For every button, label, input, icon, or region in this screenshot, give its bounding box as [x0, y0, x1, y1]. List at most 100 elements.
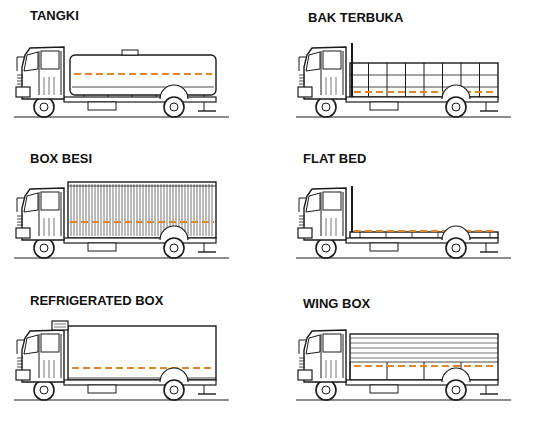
- corrugation: [125, 184, 126, 236]
- corrugation: [146, 184, 147, 236]
- wheel: [34, 97, 54, 117]
- corrugation: [209, 184, 210, 236]
- rear-guard: [480, 393, 498, 394]
- deck-post: [412, 232, 413, 238]
- rear-guard: [204, 102, 205, 111]
- wheel: [316, 380, 336, 400]
- grille: [299, 219, 305, 220]
- wheel: [34, 380, 54, 400]
- chassis: [64, 380, 216, 385]
- hub: [452, 244, 460, 252]
- grille: [299, 216, 305, 217]
- wheel: [164, 97, 184, 117]
- ground: [296, 400, 511, 401]
- grille: [299, 358, 305, 359]
- hub: [452, 386, 460, 394]
- box-sill: [68, 378, 216, 379]
- chassis: [64, 97, 216, 102]
- step: [331, 77, 332, 95]
- headboard: [351, 43, 353, 97]
- grille: [17, 364, 23, 365]
- windshield: [24, 335, 38, 354]
- step: [54, 360, 55, 378]
- grille: [17, 367, 23, 368]
- truck-title: BAK TERBUKA: [308, 11, 403, 24]
- windshield: [306, 193, 320, 212]
- mirror: [299, 340, 306, 354]
- hub: [322, 244, 330, 252]
- box-rail: [68, 186, 216, 187]
- windshield: [306, 335, 320, 354]
- windshield: [306, 52, 320, 71]
- fuel-tank: [88, 102, 116, 110]
- wing-panel: [350, 343, 498, 344]
- rear-guard: [198, 393, 216, 394]
- grille: [17, 361, 23, 362]
- grille: [17, 219, 23, 220]
- step: [336, 77, 337, 95]
- headboard: [351, 186, 353, 234]
- grille: [299, 364, 305, 365]
- corrugation: [107, 184, 108, 236]
- grille: [299, 78, 305, 79]
- door-window: [41, 334, 59, 352]
- hub: [40, 103, 48, 111]
- gate-line: [350, 362, 498, 363]
- chassis: [346, 238, 498, 243]
- chassis: [346, 97, 498, 102]
- corrugation: [191, 184, 192, 236]
- hub: [452, 103, 460, 111]
- rear-guard: [198, 110, 216, 111]
- truck-figure: [14, 47, 229, 117]
- step: [326, 218, 327, 236]
- tank-seam: [72, 87, 214, 88]
- ground: [14, 117, 229, 118]
- corrugation: [155, 184, 156, 236]
- corrugation: [131, 184, 132, 236]
- truck-figure: [296, 43, 511, 117]
- corrugation: [212, 184, 213, 236]
- corrugation: [116, 184, 117, 236]
- door-line: [61, 51, 62, 95]
- fuel-tank: [88, 243, 116, 251]
- grille: [299, 225, 305, 226]
- mirror: [17, 198, 24, 212]
- step: [49, 77, 50, 95]
- grille: [299, 81, 305, 82]
- corrugation: [92, 184, 93, 236]
- cargo-line: [354, 365, 496, 367]
- grille: [299, 75, 305, 76]
- ground: [296, 117, 511, 118]
- hub: [322, 386, 330, 394]
- tank-body: [70, 55, 216, 95]
- rear-guard: [198, 251, 216, 252]
- wheel: [446, 97, 466, 117]
- truck-title: REFRIGERATED BOX: [30, 294, 163, 307]
- truck-figure: [14, 182, 229, 258]
- cargo-bed: [350, 63, 498, 97]
- mirror: [299, 198, 306, 212]
- corrugation: [80, 184, 81, 236]
- corrugation: [206, 184, 207, 236]
- door-line: [321, 334, 322, 378]
- grille: [17, 358, 23, 359]
- truck-figure: [296, 330, 511, 400]
- grille: [299, 367, 305, 368]
- mirror: [17, 340, 24, 354]
- gate-post: [350, 362, 351, 380]
- reefer-box: [68, 326, 216, 380]
- step: [331, 360, 332, 378]
- corrugation: [137, 184, 138, 236]
- wheel: [446, 238, 466, 258]
- ground: [14, 400, 229, 401]
- corrugation: [95, 184, 96, 236]
- reefer-unit: [52, 321, 68, 330]
- truck-title: WING BOX: [303, 297, 370, 310]
- wing-panel: [350, 353, 498, 354]
- step: [49, 218, 50, 236]
- truck-figure: [296, 186, 511, 258]
- corrugation: [74, 184, 75, 236]
- wing-box: [350, 334, 498, 380]
- door-line: [321, 192, 322, 236]
- corrugation: [128, 184, 129, 236]
